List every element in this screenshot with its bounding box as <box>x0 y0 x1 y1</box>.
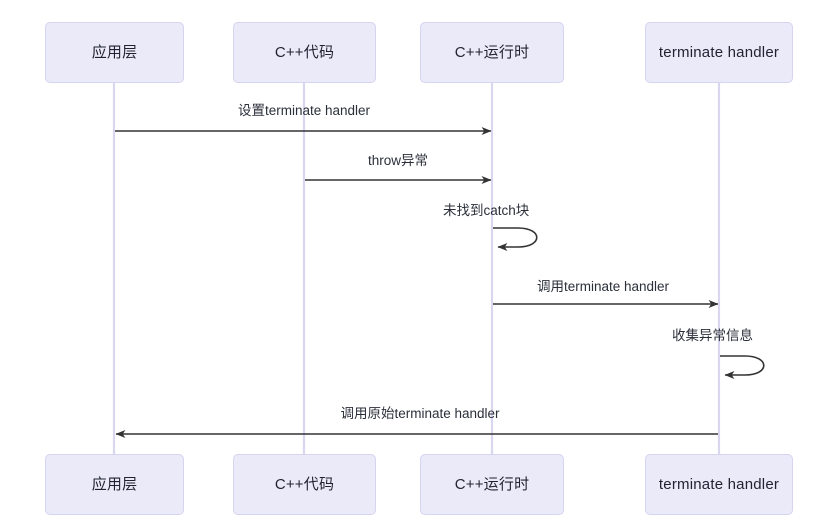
participant-label-cpp-runtime: C++运行时 <box>454 44 530 61</box>
participant-box-bottom-terminate-handler[interactable]: terminate handler <box>645 454 793 515</box>
message-label-6: 调用原始terminate handler <box>340 406 500 421</box>
message-label-4: 调用terminate handler <box>536 279 670 294</box>
participant-label-bottom-app: 应用层 <box>91 476 138 493</box>
participant-box-top-cpp-code[interactable]: C++代码 <box>233 22 376 83</box>
participant-label-app: 应用层 <box>91 44 138 61</box>
participant-label-bottom-terminate-handler: terminate handler <box>658 476 780 493</box>
participant-box-bottom-cpp-code[interactable]: C++代码 <box>233 454 376 515</box>
participant-box-top-app[interactable]: 应用层 <box>45 22 184 83</box>
message-label-3: 未找到catch块 <box>443 203 530 218</box>
participant-label-cpp-code: C++代码 <box>274 44 335 61</box>
message-label-5: 收集异常信息 <box>672 328 753 343</box>
participant-label-terminate-handler: terminate handler <box>658 44 780 61</box>
participant-label-bottom-cpp-code: C++代码 <box>274 476 335 493</box>
message-label-2: throw异常 <box>367 153 429 168</box>
message-selfloop-3 <box>493 227 538 251</box>
participant-box-top-terminate-handler[interactable]: terminate handler <box>645 22 793 83</box>
participant-box-bottom-app[interactable]: 应用层 <box>45 454 184 515</box>
participant-box-bottom-cpp-runtime[interactable]: C++运行时 <box>420 454 564 515</box>
participant-label-bottom-cpp-runtime: C++运行时 <box>454 476 530 493</box>
participant-box-top-cpp-runtime[interactable]: C++运行时 <box>420 22 564 83</box>
message-selfloop-5 <box>720 355 765 379</box>
message-label-1: 设置terminate handler <box>237 103 371 118</box>
lifelines-group <box>112 83 721 455</box>
